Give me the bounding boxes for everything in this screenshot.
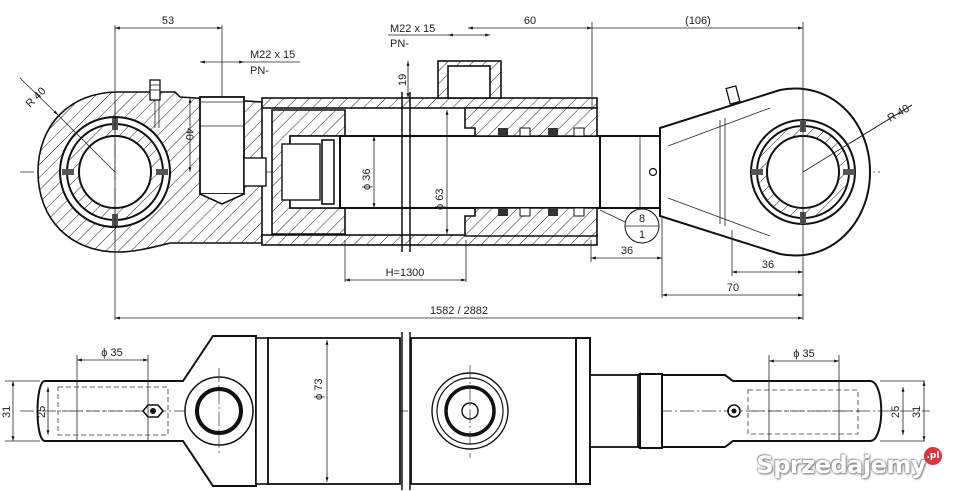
- dim-radius-right: R 40: [886, 103, 912, 125]
- dim-rod-eye-total: 70: [727, 282, 739, 294]
- dim-rod-end-offset: 36: [621, 245, 633, 257]
- dim-port-thread-right: M22 x 15: [390, 23, 435, 35]
- dim-rod-eye-length: (106): [685, 15, 711, 27]
- balloon-bottom: 1: [639, 229, 645, 241]
- dim-port-height: 19: [397, 74, 409, 86]
- dim-port-pn-right: PN-: [390, 38, 409, 50]
- dim-eye-offset-left: 53: [162, 15, 174, 27]
- watermark-logo: Sprzedajemy .pl: [756, 447, 942, 479]
- dim-total-length: 1582 / 2882: [430, 305, 488, 317]
- dim-eye-width-inner-left: 25: [36, 406, 48, 418]
- dim-eye-width-inner-right: 25: [890, 406, 902, 418]
- dim-pin-left-diameter: ϕ 35: [101, 347, 122, 359]
- watermark-text: Sprzedajemy: [756, 451, 926, 479]
- dim-gland-length: 60: [524, 15, 536, 27]
- top-section-view: 53 M22 x 15 PN- M22 x 15 PN- 60 (106) R …: [19, 15, 913, 320]
- bottom-side-view: ϕ 35 ϕ 35 ϕ 73 31 25 25 31: [1, 332, 930, 490]
- dim-bore-diameter: ϕ 63: [434, 189, 446, 210]
- dim-port-thread-left: M22 x 15: [250, 49, 295, 61]
- dim-radius-left: R 40: [24, 85, 49, 110]
- balloon-top: 8: [639, 213, 645, 225]
- dim-port-pn-left: PN-: [250, 65, 269, 77]
- dim-eye-width-outer-right: 31: [911, 406, 923, 418]
- dim-eye-width-outer-left: 31: [1, 406, 13, 418]
- dim-rod-diameter: ϕ 36: [361, 169, 373, 190]
- dim-pin-right-diameter: ϕ 35: [793, 348, 814, 360]
- dim-port-height-left: 40: [183, 128, 195, 140]
- watermark-badge: .pl: [924, 447, 942, 465]
- dim-rod-eye-inner: 36: [762, 259, 774, 271]
- dim-stroke: H=1300: [386, 267, 425, 279]
- dim-tube-diameter: ϕ 73: [313, 379, 325, 400]
